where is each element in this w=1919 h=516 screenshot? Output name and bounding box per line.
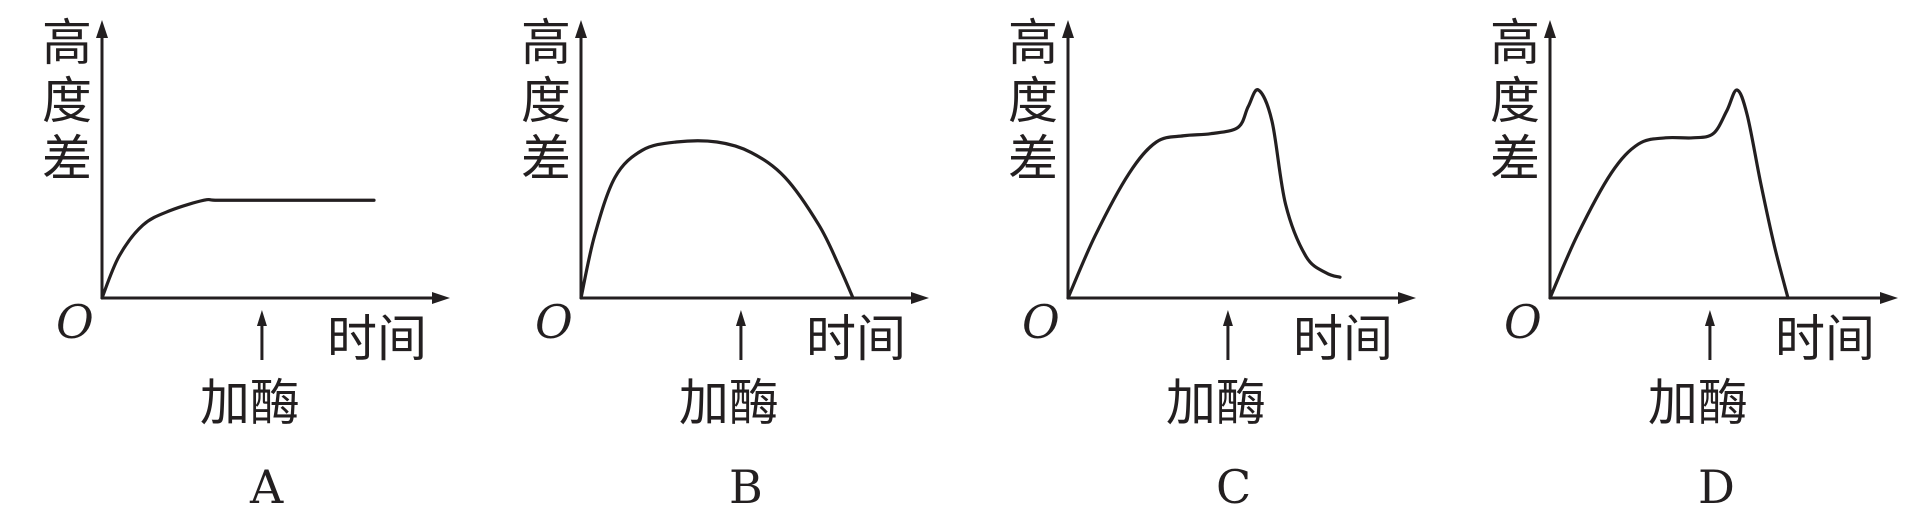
- x-axis-label: 时间: [806, 310, 906, 368]
- x-axis-label: 时间: [1775, 310, 1875, 368]
- enzyme-annotation: 加酶: [200, 374, 300, 432]
- y-axis-label: 高度差: [1008, 14, 1058, 188]
- origin-label: O: [1022, 295, 1060, 349]
- y-axis-label: 高度差: [521, 14, 571, 188]
- enzyme-annotation: 加酶: [679, 374, 779, 432]
- panel-label: D: [1698, 460, 1735, 514]
- x-axis-arrowhead: [1398, 292, 1416, 304]
- y-axis-label: 高度差: [1490, 14, 1540, 188]
- enzyme-arrow-icon: [256, 310, 267, 326]
- origin-label: O: [56, 295, 94, 349]
- y-axis-arrowhead: [575, 20, 587, 38]
- x-axis-arrowhead: [911, 292, 929, 304]
- enzyme-arrow-icon: [735, 310, 746, 326]
- panel-label: B: [729, 460, 763, 514]
- y-axis-arrowhead: [1544, 20, 1556, 38]
- origin-label: O: [535, 295, 573, 349]
- enzyme-arrow-icon: [1222, 310, 1233, 326]
- series-line-0: [1066, 88, 1342, 300]
- enzyme-annotation: 加酶: [1648, 374, 1748, 432]
- series-line-0: [1548, 88, 1790, 300]
- y-axis-arrowhead: [1062, 20, 1074, 38]
- panel-label: C: [1216, 460, 1251, 514]
- y-axis-arrowhead: [96, 20, 108, 38]
- origin-label: O: [1504, 295, 1542, 349]
- y-axis-label: 高度差: [42, 14, 92, 188]
- x-axis-arrowhead: [432, 292, 450, 304]
- x-axis-label: 时间: [327, 310, 427, 368]
- enzyme-annotation: 加酶: [1166, 374, 1266, 432]
- x-axis-label: 时间: [1293, 310, 1393, 368]
- panel-label: A: [249, 460, 284, 514]
- x-axis-arrowhead: [1880, 292, 1898, 304]
- series-line-0: [579, 139, 855, 300]
- enzyme-arrow-icon: [1704, 310, 1715, 326]
- series-line-0: [100, 197, 376, 300]
